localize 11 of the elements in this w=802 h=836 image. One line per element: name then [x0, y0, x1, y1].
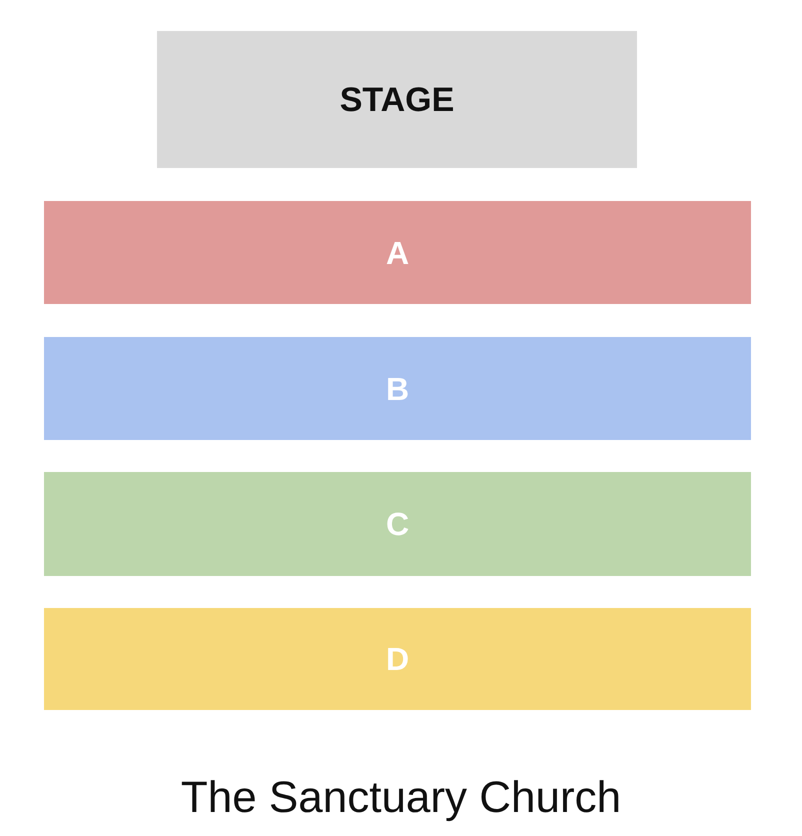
section-label: A — [386, 236, 410, 268]
seating-section — [44, 608, 751, 710]
stage-area — [157, 31, 637, 168]
stage-label: STAGE — [340, 82, 454, 116]
section-label: B — [386, 372, 410, 404]
section-label: C — [386, 508, 410, 540]
section-label: D — [386, 643, 410, 675]
seating-section — [44, 201, 751, 304]
seating-section — [44, 472, 751, 576]
seating-section — [44, 337, 751, 440]
caption: The Sanctuary Church — [180, 773, 622, 822]
